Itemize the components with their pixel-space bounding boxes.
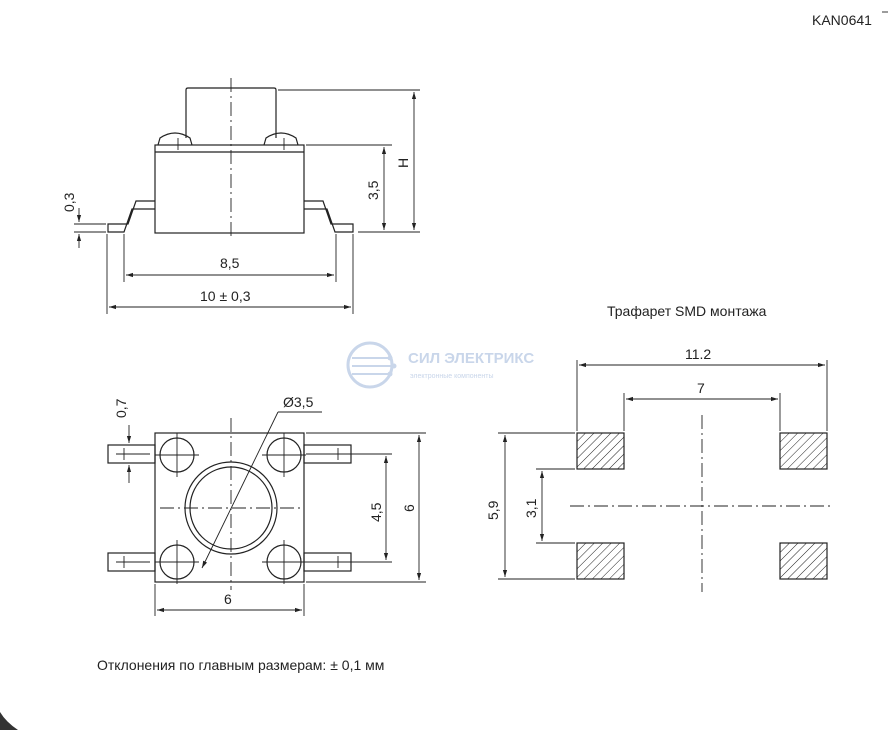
doc-code: KAN0641 bbox=[812, 12, 872, 28]
dim-6-vertical: 6 bbox=[401, 504, 417, 512]
side-view: H 3,5 0,3 8,5 10 ± 0,3 bbox=[61, 78, 420, 314]
dim-11-2: 11.2 bbox=[685, 346, 711, 362]
smd-stencil: Трафарет SMD монтажа 11.2 7 5,9 3,1 bbox=[485, 303, 832, 592]
dim-0-7: 0,7 bbox=[113, 398, 129, 418]
dim-6-horizontal: 6 bbox=[224, 591, 232, 607]
dim-3-1: 3,1 bbox=[523, 498, 539, 518]
top-view: Ø3,5 0,7 4,5 6 6 bbox=[107, 394, 426, 616]
tolerance-note: Отклонения по главным размерам: ± 0,1 мм bbox=[97, 657, 384, 673]
stencil-title: Трафарет SMD монтажа bbox=[607, 303, 767, 319]
watermark-tagline: электронные компоненты bbox=[410, 373, 494, 380]
dim-0-3: 0,3 bbox=[61, 192, 77, 212]
pad-top-right bbox=[779, 432, 828, 470]
pad-bottom-left bbox=[576, 542, 625, 580]
dim-h: H bbox=[395, 158, 411, 168]
dim-diameter-3-5: Ø3,5 bbox=[283, 394, 314, 410]
watermark-logo: СИЛ ЭЛЕКТРИКС электронные компоненты bbox=[346, 341, 534, 389]
dim-3-5: 3,5 bbox=[365, 180, 381, 200]
dim-4-5: 4,5 bbox=[368, 502, 384, 522]
dim-10: 10 ± 0,3 bbox=[200, 288, 251, 304]
pad-top-left bbox=[576, 432, 625, 470]
watermark-name: СИЛ ЭЛЕКТРИКС bbox=[408, 350, 534, 367]
dim-7: 7 bbox=[697, 380, 705, 396]
pad-bottom-right bbox=[779, 542, 828, 580]
dim-8-5: 8,5 bbox=[220, 255, 240, 271]
dim-5-9: 5,9 bbox=[485, 500, 501, 520]
